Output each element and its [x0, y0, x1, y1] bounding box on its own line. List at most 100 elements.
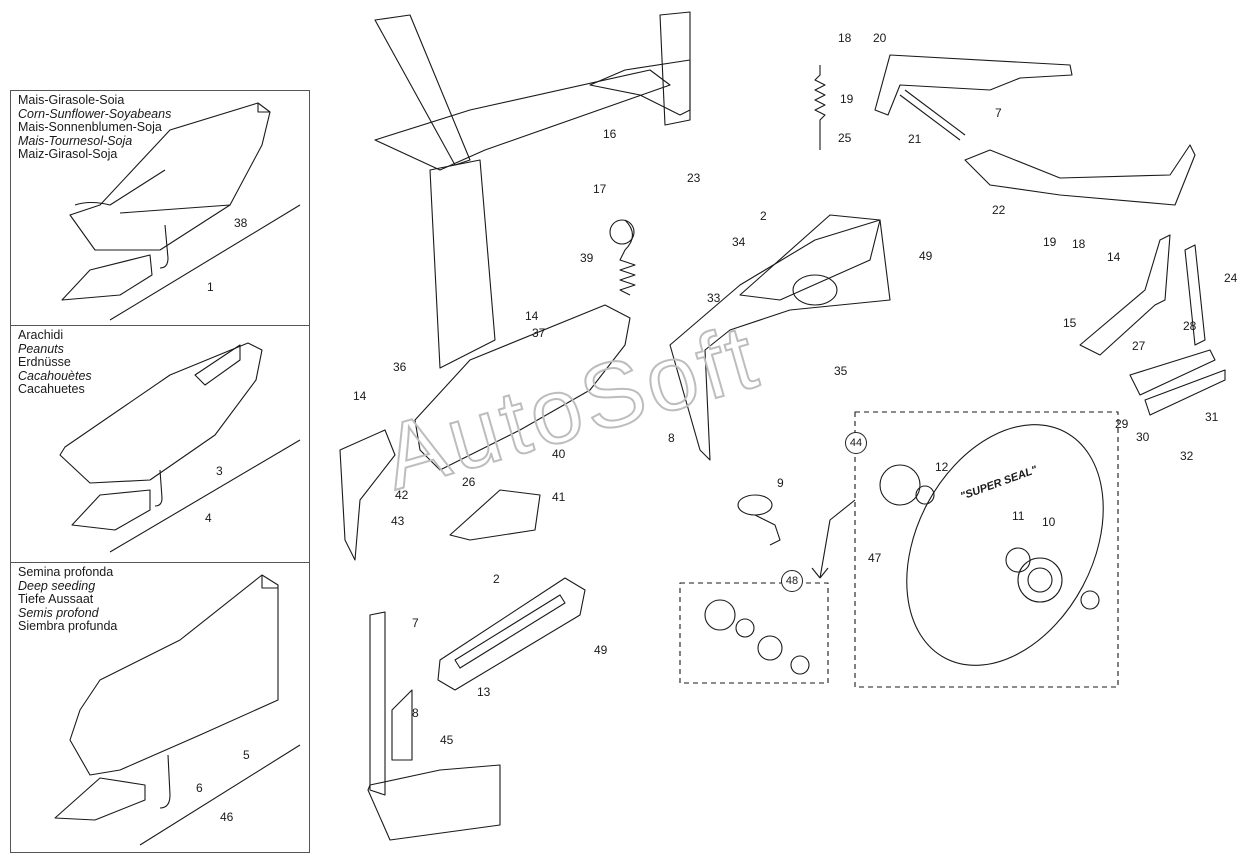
- part-callout: 5: [243, 748, 250, 762]
- rod-drawing: [899, 94, 961, 141]
- part-callout: 9: [777, 476, 784, 490]
- part-callout: 24: [1224, 271, 1238, 285]
- part-callout: 30: [1136, 430, 1150, 444]
- legend-line: Arachidi: [18, 328, 64, 342]
- legend-line: Maiz-Girasol-Soja: [18, 147, 118, 162]
- part-callout: 28: [1183, 319, 1197, 333]
- legend-line: Cacahuetes: [18, 382, 85, 397]
- circled-ref-44: 44: [845, 432, 867, 454]
- frame-arm-drawing: [374, 14, 471, 166]
- part-callout: 41: [552, 490, 566, 504]
- part-callout: 39: [580, 251, 594, 265]
- part-callout: 7: [995, 106, 1002, 120]
- part-callout: 18: [838, 31, 852, 45]
- variant-panel-corn: Mais-Girasole-Soia Corn-Sunflower-Soyabe…: [10, 90, 310, 326]
- part-callout: 26: [462, 475, 476, 489]
- slot-bracket-drawing: [437, 577, 586, 691]
- variant-legend: Mais-Girasole-Soia Corn-Sunflower-Soyabe…: [18, 93, 171, 162]
- part-callout: 15: [1063, 316, 1077, 330]
- watermark: AutoSoft: [372, 305, 770, 509]
- legend-line: Mais-Girasole-Soia: [18, 93, 125, 107]
- variant-panel-peanuts: Arachidi Peanuts Erdnüsse Cacahouètes Ca…: [10, 325, 310, 563]
- part-callout: 16: [603, 127, 617, 141]
- frame-plate-drawing: [429, 159, 496, 369]
- legend-line: Tiefe Aussaat: [18, 592, 94, 607]
- part-callout: 34: [732, 235, 746, 249]
- legend-line: Siembra profunda: [18, 619, 118, 634]
- legend-line: Semina profonda: [18, 565, 114, 579]
- part-callout: 40: [552, 447, 566, 461]
- part-callout: 14: [353, 389, 367, 403]
- part-callout: 19: [1043, 235, 1057, 249]
- variant-legend: Semina profonda Deep seeding Tiefe Aussa…: [18, 565, 118, 634]
- legend-line: Semis profond: [18, 605, 99, 620]
- part-callout: 20: [873, 31, 887, 45]
- part-callout: 42: [395, 488, 409, 502]
- seed-tube-drawing: [414, 304, 631, 471]
- part-callout: 27: [1132, 339, 1146, 353]
- legend-line: Deep seeding: [18, 578, 96, 593]
- part-callout: 14: [1107, 250, 1121, 264]
- part-callout: 14: [525, 309, 539, 323]
- part-callout: 49: [919, 249, 933, 263]
- part-callout: 38: [234, 216, 248, 230]
- frame-post-drawing: [659, 11, 691, 126]
- mounting-plate-drawing: [739, 214, 881, 301]
- bracket-drawing: [669, 219, 891, 461]
- coulter-blade-drawing: [339, 429, 396, 561]
- tine-drawing: [369, 611, 386, 796]
- part-callout: 31: [1205, 410, 1219, 424]
- part-callout: 17: [593, 182, 607, 196]
- lever-drawing: [874, 54, 1073, 116]
- bearing-kit-box: [679, 582, 829, 684]
- part-callout: 22: [992, 203, 1006, 217]
- spring-drawing: [619, 219, 636, 296]
- part-callout: 21: [908, 132, 922, 146]
- part-callout: 3: [216, 464, 223, 478]
- part-callout: 13: [477, 685, 491, 699]
- part-callout: 7: [412, 616, 419, 630]
- shoe-tip-drawing: [61, 254, 153, 301]
- part-callout: 37: [532, 326, 546, 340]
- part-callout: 8: [668, 431, 675, 445]
- disc-drawing: [906, 424, 1104, 666]
- seed-tube-shoe-drawing: [69, 102, 271, 251]
- part-callout: 4: [205, 511, 212, 525]
- seed-tube-shoe-drawing: [69, 574, 279, 776]
- part-callout: 45: [440, 733, 454, 747]
- variant-legend: Arachidi Peanuts Erdnüsse Cacahouètes Ca…: [18, 328, 92, 397]
- part-callout: 11: [1012, 509, 1025, 523]
- part-callout: 25: [838, 131, 852, 145]
- part-callout: 18: [1072, 237, 1086, 251]
- part-callout: 19: [840, 92, 854, 106]
- legend-line: Erdnüsse: [18, 355, 71, 370]
- seed-shoe-drawing: [449, 489, 541, 541]
- lever-drawing: [964, 144, 1196, 206]
- seed-tube-shoe-drawing: [59, 342, 263, 484]
- legend-line: Peanuts: [18, 341, 64, 356]
- part-callout: 32: [1180, 449, 1194, 463]
- part-callout: 29: [1115, 417, 1129, 431]
- legend-line: Mais-Tournesol-Soja: [18, 133, 133, 148]
- part-callout: 12: [935, 460, 949, 474]
- disc-label: "SUPER SEAL": [959, 464, 1040, 503]
- part-callout: 46: [220, 810, 234, 824]
- part-callout: 36: [393, 360, 407, 374]
- part-callout: 1: [207, 280, 214, 294]
- shoe-tip-drawing: [54, 777, 146, 821]
- disc-assembly-box: [854, 411, 1119, 688]
- part-callout: 23: [687, 171, 701, 185]
- part-callout: 47: [868, 551, 882, 565]
- legend-line: Cacahouètes: [18, 368, 92, 383]
- part-callout: 49: [594, 643, 608, 657]
- legend-line: Mais-Sonnenblumen-Soja: [18, 120, 162, 135]
- scraper-bracket-drawing: [1079, 234, 1171, 356]
- shoe-45-drawing: [367, 764, 501, 841]
- part-callout: 6: [196, 781, 203, 795]
- circled-ref-48: 48: [781, 570, 803, 592]
- shoe-tip-drawing: [71, 489, 151, 531]
- part-callout: 10: [1042, 515, 1056, 529]
- part-callout: 33: [707, 291, 721, 305]
- part-callout: 8: [412, 706, 419, 720]
